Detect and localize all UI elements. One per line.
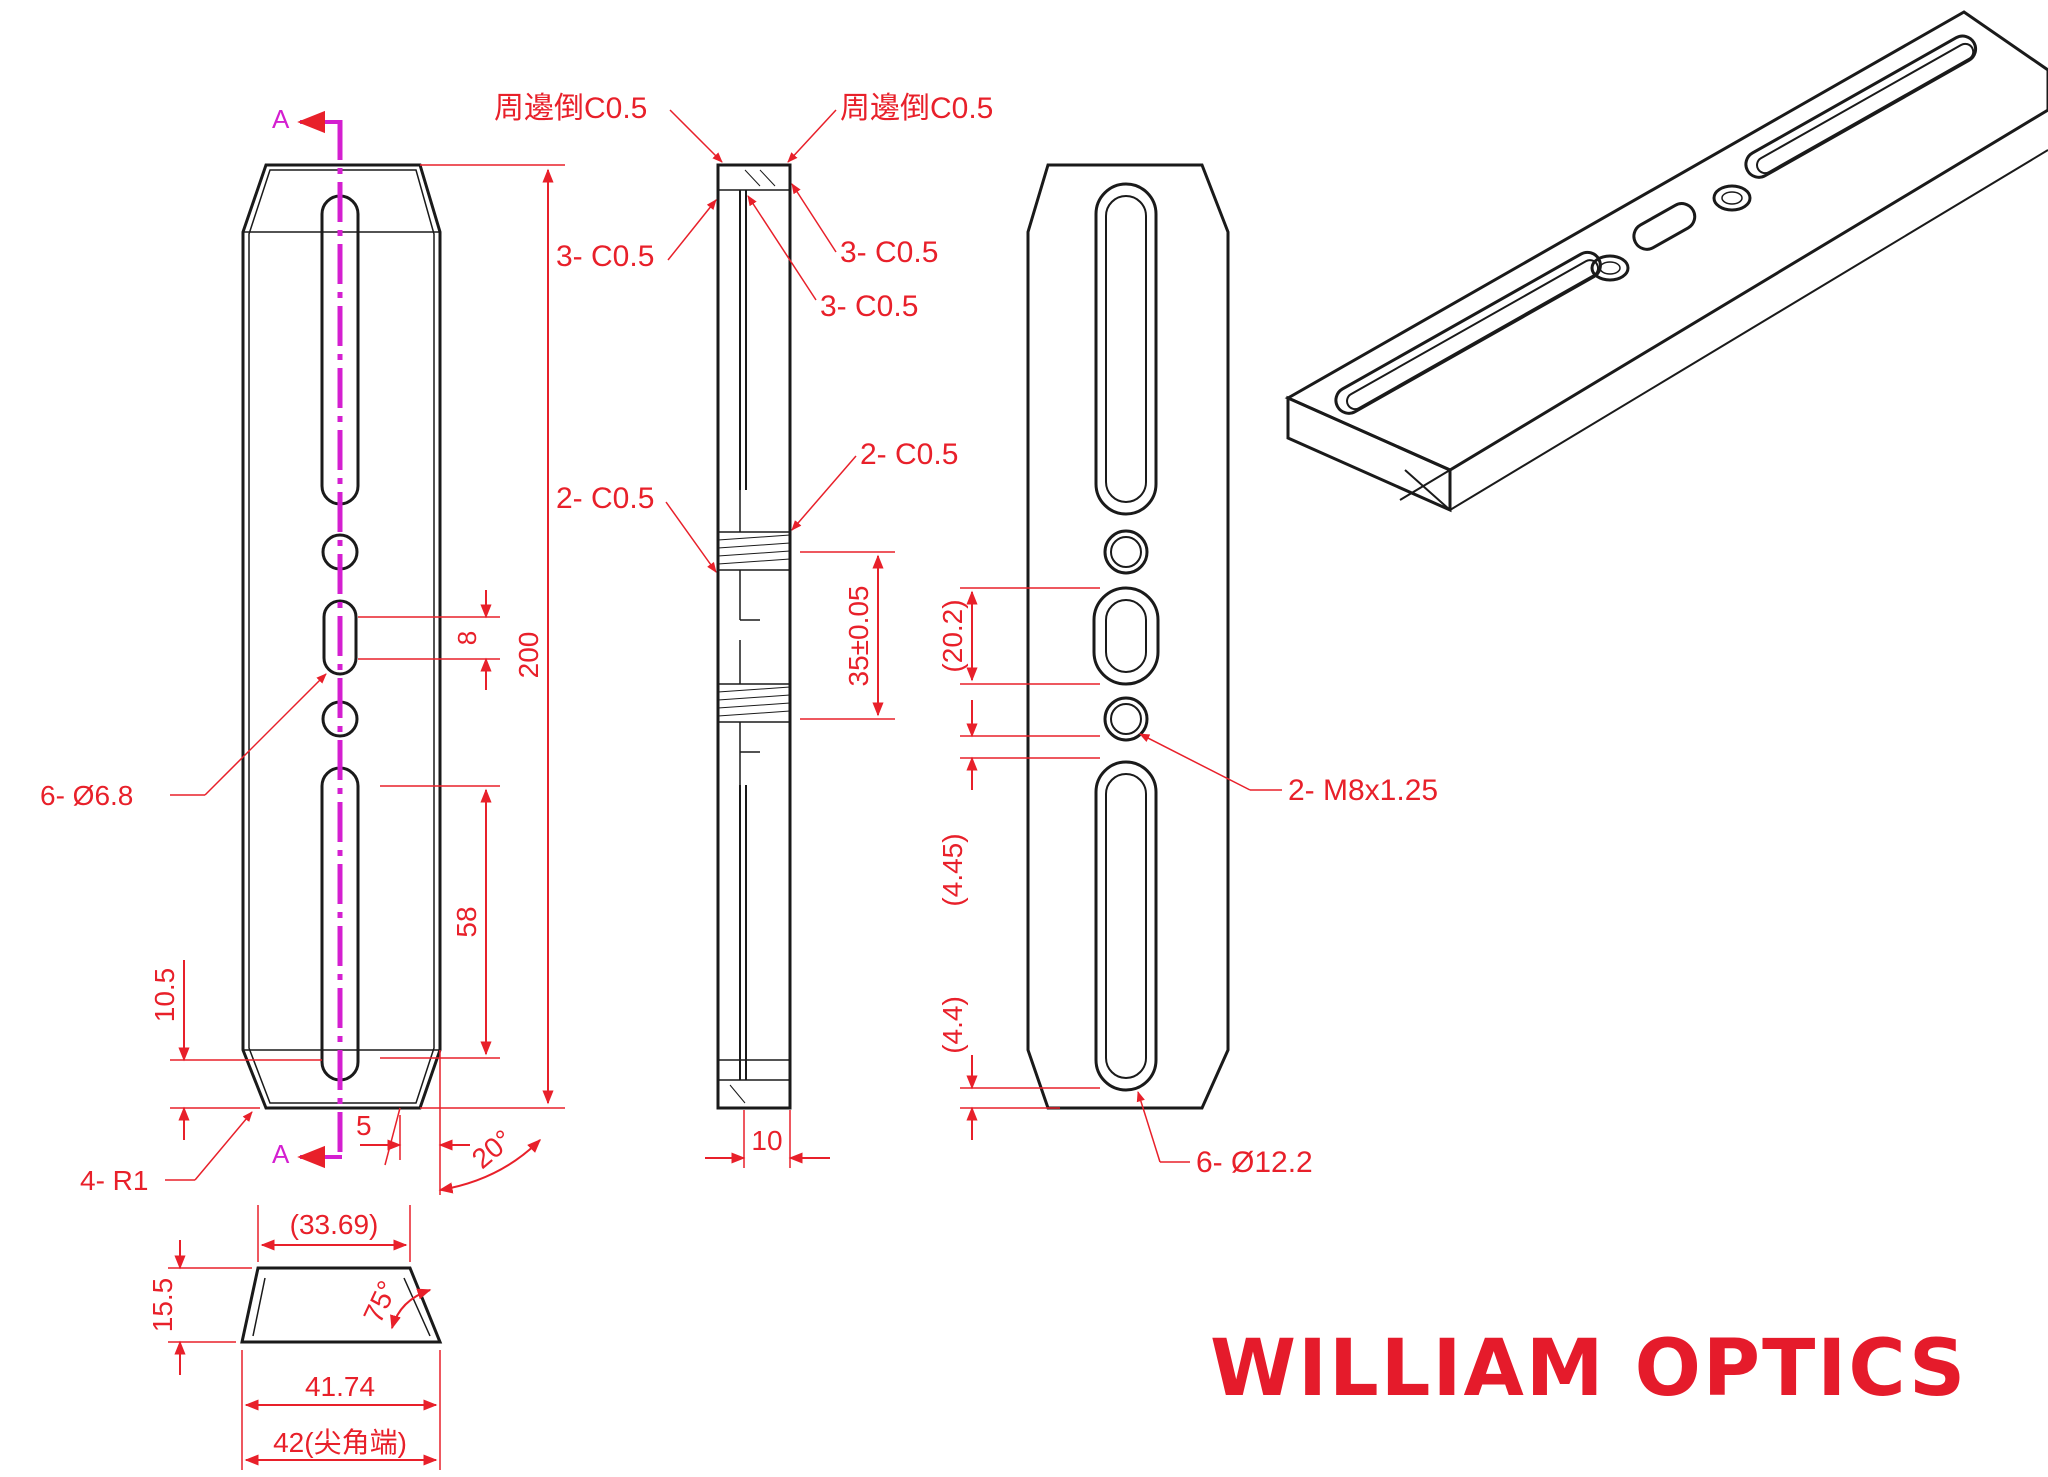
hole-note: 6- Ø6.8	[40, 780, 133, 811]
dim-offset-10-5: 10.5	[149, 968, 180, 1023]
slot-note: 6- Ø12.2	[1196, 1146, 1313, 1179]
dim-chamfer-5: 5	[356, 1110, 372, 1141]
dim-4-45: (4.45)	[937, 833, 968, 906]
dim-slot-width-8: 8	[452, 631, 482, 645]
thread-hatching	[717, 169, 791, 1104]
dim-4-4: (4.4)	[937, 996, 968, 1054]
dim-length-200: 200	[513, 632, 544, 679]
dim-20-2: (20.2)	[937, 599, 968, 672]
bottom-view-dimensions: (20.2) (4.45) (4.4) 2- M8x1.25 6- Ø12.2	[937, 587, 1438, 1179]
thread-note: 2- M8x1.25	[1288, 774, 1438, 807]
section-label-top: A	[272, 104, 290, 134]
front-view: A A	[241, 104, 442, 1169]
bottom-view	[1026, 163, 1230, 1110]
dim-33-69: (33.69)	[290, 1209, 379, 1240]
brand-logo: WILLIAM OPTICS	[1210, 1324, 1967, 1414]
section-label-bottom: A	[272, 1139, 290, 1169]
chamfer-c05-left: 3- C0.5	[556, 240, 654, 273]
angle-20: 20°	[466, 1124, 518, 1175]
chamfer-note-top-left: 周邊倒C0.5	[494, 92, 647, 125]
dim-42: 42(尖角端)	[273, 1427, 407, 1458]
chamfer-c05-right-lower: 3- C0.5	[820, 290, 918, 323]
radius-note: 4- R1	[80, 1165, 148, 1196]
section-view-annotations: 周邊倒C0.5 周邊倒C0.5 3- C0.5 3- C0.5 3- C0.5 …	[494, 92, 993, 1168]
chamfer-c05-thread-left: 2- C0.5	[556, 482, 654, 515]
chamfer-c05-thread-right: 2- C0.5	[860, 438, 958, 471]
end-view: (33.69) 15.5 75° 41.74 42(尖角端)	[147, 1205, 443, 1470]
dim-slot-length-58: 58	[451, 906, 482, 937]
front-view-dimensions: 200 8 58 10.5 5 20° 6- Ø6.8 4- R1	[40, 164, 565, 1196]
dim-41-74: 41.74	[305, 1371, 375, 1402]
dim-15-5: 15.5	[147, 1278, 178, 1333]
dim-10: 10	[751, 1125, 782, 1156]
dim-35: 35±0.05	[843, 585, 874, 686]
isometric-view	[1284, 10, 2048, 513]
chamfer-c05-right-upper: 3- C0.5	[840, 236, 938, 269]
section-view	[716, 163, 792, 1110]
angle-75: 75°	[357, 1276, 403, 1327]
chamfer-note-top-right: 周邊倒C0.5	[840, 92, 993, 125]
